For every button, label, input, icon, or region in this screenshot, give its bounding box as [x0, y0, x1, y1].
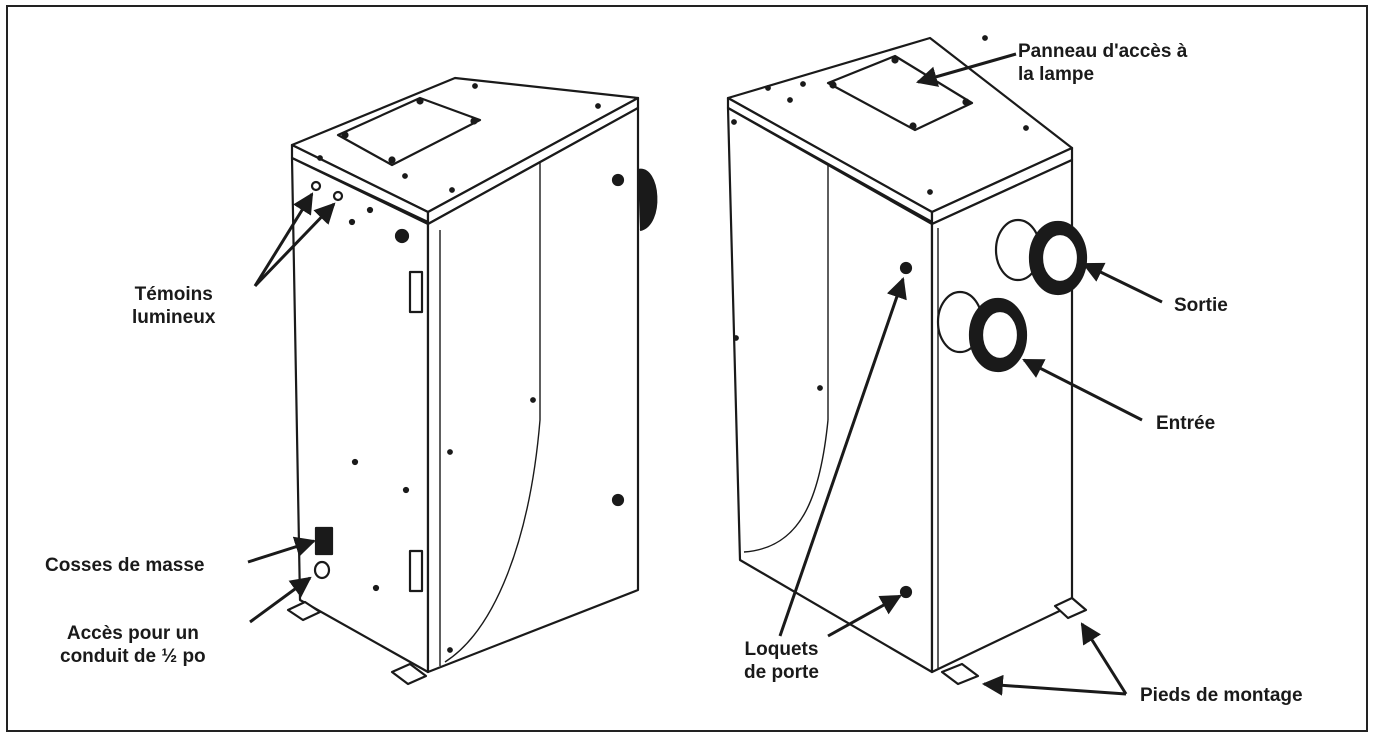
label-line: de porte: [744, 662, 819, 683]
label-sortie: Sortie: [1174, 294, 1228, 317]
label-panneau-acces-lampe: Panneau d'accès à la lampe: [1018, 40, 1187, 86]
label-line: Panneau d'accès à: [1018, 41, 1188, 62]
label-line: Loquets: [744, 639, 819, 660]
figure-frame: [6, 5, 1368, 732]
right-unit: [726, 35, 1088, 686]
label-line: conduit de ½ po: [60, 646, 206, 667]
label-entree: Entrée: [1156, 412, 1215, 435]
label-line: la lampe: [1018, 64, 1095, 85]
label-acces-conduit: Accès pour un conduit de ½ po: [60, 622, 206, 668]
label-line: Témoins: [134, 284, 213, 305]
label-line: Accès pour un: [66, 623, 199, 644]
label-pieds-de-montage: Pieds de montage: [1140, 684, 1303, 707]
label-line: lumineux: [132, 307, 216, 328]
label-line: Pieds de montage: [1140, 685, 1303, 706]
label-temoins-lumineux: Témoins lumineux: [132, 283, 215, 329]
label-loquets-de-porte: Loquets de porte: [744, 638, 819, 684]
leader-lines: [247, 52, 1163, 696]
label-line: Sortie: [1174, 295, 1228, 316]
label-line: Cosses de masse: [45, 555, 205, 576]
label-cosses-de-masse: Cosses de masse: [45, 554, 205, 577]
left-unit: [286, 76, 658, 686]
label-line: Entrée: [1156, 413, 1216, 434]
